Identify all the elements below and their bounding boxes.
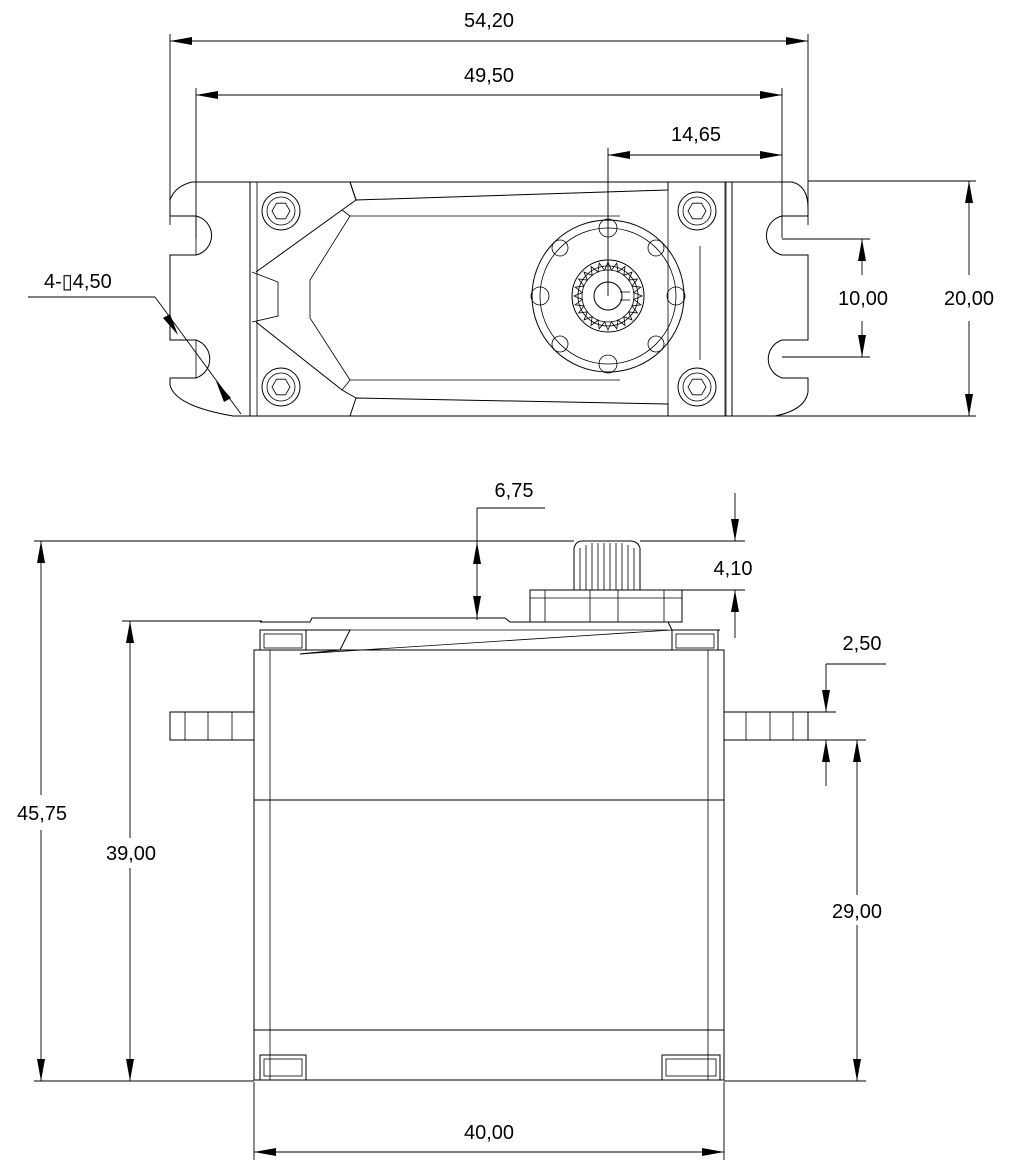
dim-hole-spacing-width: 49,50 xyxy=(195,65,783,238)
label-4-10: 4,10 xyxy=(714,558,753,580)
dim-overall-width: 54,20 xyxy=(169,10,809,225)
dim-case-width: 40,00 xyxy=(253,1082,725,1160)
dim-hole-diameter: 4-▯4,50 xyxy=(28,271,242,415)
label-54-20: 54,20 xyxy=(464,10,514,32)
dim-overall-height: 20,00 xyxy=(760,180,994,417)
top-case-body xyxy=(249,181,733,417)
label-2-50: 2,50 xyxy=(843,633,882,655)
output-spline xyxy=(529,540,683,623)
screw-bottom-left xyxy=(261,367,301,407)
mounting-tab-left xyxy=(169,711,254,741)
dim-tab-height: 29,00 xyxy=(724,739,882,1082)
screw-top-left xyxy=(261,191,301,231)
spline-teeth xyxy=(572,260,644,332)
dim-shaft-offset: 14,65 xyxy=(607,124,782,296)
side-case-body xyxy=(253,649,725,1081)
side-view: 6,75 4,10 2,50 xyxy=(17,480,886,1160)
label-40-00: 40,00 xyxy=(464,1122,514,1144)
label-20-00: 20,00 xyxy=(944,288,994,310)
screw-top-right xyxy=(677,191,717,231)
dim-spline-height: 4,10 xyxy=(640,493,752,638)
label-10-00: 10,00 xyxy=(838,288,888,310)
top-view: 54,20 49,50 14,65 4-▯4,50 xyxy=(28,10,994,417)
mounting-tab-right xyxy=(724,711,809,741)
label-6-75: 6,75 xyxy=(495,480,534,502)
dim-total-height: 45,75 xyxy=(17,540,574,1082)
dim-case-height: 39,00 xyxy=(106,620,262,1081)
screw-bottom-right xyxy=(677,367,717,407)
label-29-00: 29,00 xyxy=(832,901,882,923)
label-45-75: 45,75 xyxy=(17,803,67,825)
label-39-00: 39,00 xyxy=(106,843,156,865)
dim-tab-thickness: 2,50 xyxy=(808,633,886,786)
label-49-50: 49,50 xyxy=(464,65,514,87)
output-shaft-top xyxy=(530,218,686,374)
dim-shaft-position: 6,75 xyxy=(473,480,545,620)
label-14-65: 14,65 xyxy=(671,124,721,146)
label-4-4-50: 4-▯4,50 xyxy=(44,271,112,293)
dim-hole-spacing-height: 10,00 xyxy=(782,238,888,358)
top-view-outline xyxy=(169,181,809,417)
